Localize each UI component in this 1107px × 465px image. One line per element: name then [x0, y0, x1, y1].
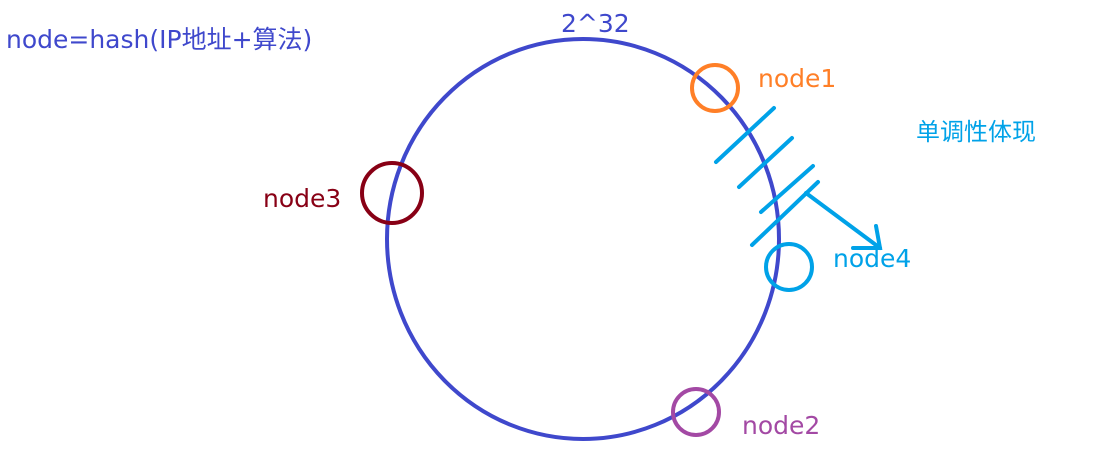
node2-marker — [671, 387, 721, 437]
arrow-shaft — [804, 191, 882, 250]
hash-ring — [385, 37, 781, 441]
node4-marker — [764, 242, 814, 292]
node1-marker — [690, 63, 740, 113]
node4-label: node4 — [833, 244, 912, 273]
node3-label: node3 — [263, 184, 342, 213]
node3-marker — [360, 161, 424, 225]
monotonicity-annotation: 单调性体现 — [916, 118, 1036, 146]
arrow-head — [851, 224, 883, 250]
hatch-mark — [759, 164, 815, 214]
hatch-mark — [714, 106, 776, 164]
migration-arrow — [804, 191, 883, 250]
hatch-mark — [737, 136, 794, 189]
affected-range-hatches — [714, 106, 820, 247]
node1-label: node1 — [758, 64, 837, 93]
ring-size-label: 2^32 — [561, 9, 630, 38]
node2-label: node2 — [742, 411, 821, 440]
hash-formula: node=hash(IP地址+算法) — [6, 25, 313, 54]
